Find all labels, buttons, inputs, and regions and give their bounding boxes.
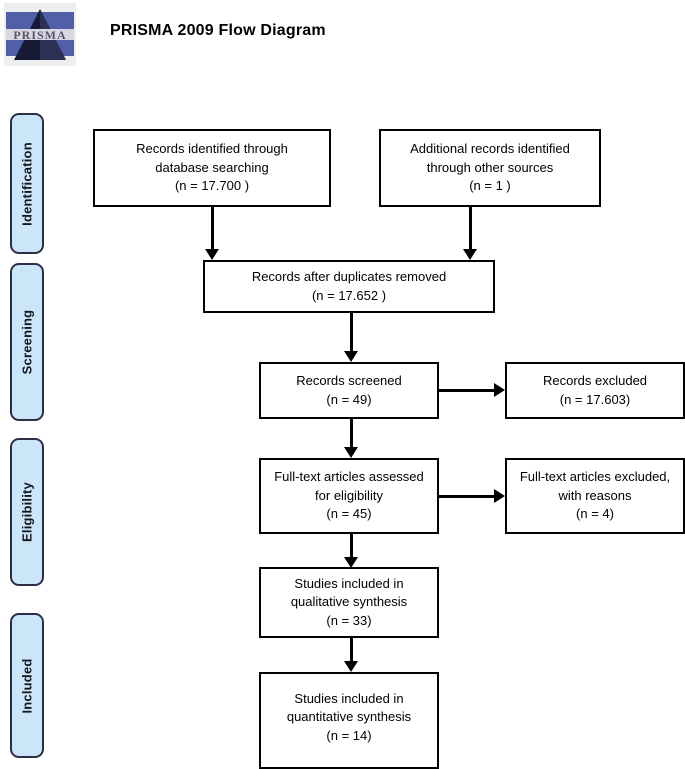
box-fulltext-assessed-count: (n = 45) (326, 506, 372, 522)
arrowhead-fulltext-to-qualitative (344, 557, 358, 568)
box-fulltext-excluded-line2: with reasons (558, 487, 632, 503)
box-records-identified-count: (n = 17.700 ) (174, 178, 250, 194)
box-additional-records-line2: through other sources (426, 159, 554, 175)
stage-label-identification: Identification (19, 141, 35, 226)
connector-fulltext-to-qualitative (350, 534, 353, 563)
box-fulltext-assessed-line2: for eligibility (315, 487, 383, 503)
connector-identified-to-duplicates (211, 207, 214, 253)
box-quantitative-synthesis-line2: quantitative synthesis (286, 709, 412, 725)
arrowhead-screened-to-fulltext (344, 447, 358, 458)
box-qualitative-synthesis-line2: qualitative synthesis (290, 594, 408, 610)
arrowhead-additional-to-duplicates (463, 249, 477, 260)
box-additional-records: Additional records identified through ot… (379, 129, 601, 207)
box-fulltext-excluded-line1: Full-text articles excluded, (519, 469, 671, 485)
box-records-identified: Records identified through database sear… (93, 129, 331, 207)
box-qualitative-synthesis: Studies included in qualitative synthesi… (259, 567, 439, 638)
stage-label-eligibility: Eligibility (19, 482, 35, 542)
stage-pill-screening: Screening (10, 263, 44, 421)
box-records-excluded: Records excluded (n = 17.603) (505, 362, 685, 419)
connector-additional-to-duplicates (469, 207, 472, 253)
box-records-identified-line2: database searching (155, 159, 269, 175)
box-additional-records-line1: Additional records identified (410, 141, 570, 157)
arrowhead-screened-to-excluded (494, 383, 505, 397)
box-duplicates-removed: Records after duplicates removed (n = 17… (203, 260, 495, 313)
box-fulltext-excluded-count: (n = 4) (576, 506, 614, 522)
stage-pill-identification: Identification (10, 113, 44, 254)
box-quantitative-synthesis-count: (n = 14) (326, 727, 372, 743)
box-quantitative-synthesis: Studies included in quantitative synthes… (259, 672, 439, 769)
box-fulltext-assessed: Full-text articles assessed for eligibil… (259, 458, 439, 534)
stage-pill-included: Included (10, 613, 44, 758)
prisma-logo: PRISMA (4, 3, 76, 66)
page-title: PRISMA 2009 Flow Diagram (110, 22, 326, 39)
box-records-screened-line1: Records screened (296, 373, 402, 389)
connector-screened-to-excluded (439, 389, 496, 392)
stage-pill-eligibility: Eligibility (10, 438, 44, 586)
stage-label-included: Included (19, 657, 35, 714)
box-records-excluded-line1: Records excluded (542, 373, 648, 389)
box-fulltext-assessed-line1: Full-text articles assessed (274, 469, 424, 485)
box-records-screened-count: (n = 49) (326, 391, 372, 407)
box-qualitative-synthesis-line1: Studies included in (294, 575, 404, 591)
connector-qualitative-to-quantitative (350, 638, 353, 666)
connector-screened-to-fulltext (350, 419, 353, 451)
box-quantitative-synthesis-line1: Studies included in (294, 691, 404, 706)
arrowhead-qualitative-to-quantitative (344, 661, 358, 672)
box-duplicates-removed-line1: Records after duplicates removed (251, 269, 447, 285)
box-fulltext-excluded: Full-text articles excluded, with reason… (505, 458, 685, 534)
box-records-screened: Records screened (n = 49) (259, 362, 439, 419)
box-duplicates-removed-count: (n = 17.652 ) (311, 287, 387, 303)
box-additional-records-count: (n = 1 ) (469, 178, 511, 194)
connector-duplicates-to-screened (350, 313, 353, 355)
box-records-excluded-count: (n = 17.603) (559, 391, 631, 407)
logo-wordmark: PRISMA (13, 28, 67, 42)
stage-label-screening: Screening (19, 309, 35, 375)
arrowhead-duplicates-to-screened (344, 351, 358, 362)
box-qualitative-synthesis-count: (n = 33) (326, 612, 372, 628)
arrowhead-fulltext-to-excluded (494, 489, 505, 503)
logo-stripe (6, 29, 74, 40)
connector-fulltext-to-excluded (439, 495, 496, 498)
box-records-identified-line1: Records identified through (136, 141, 288, 157)
arrowhead-identified-to-duplicates (205, 249, 219, 260)
